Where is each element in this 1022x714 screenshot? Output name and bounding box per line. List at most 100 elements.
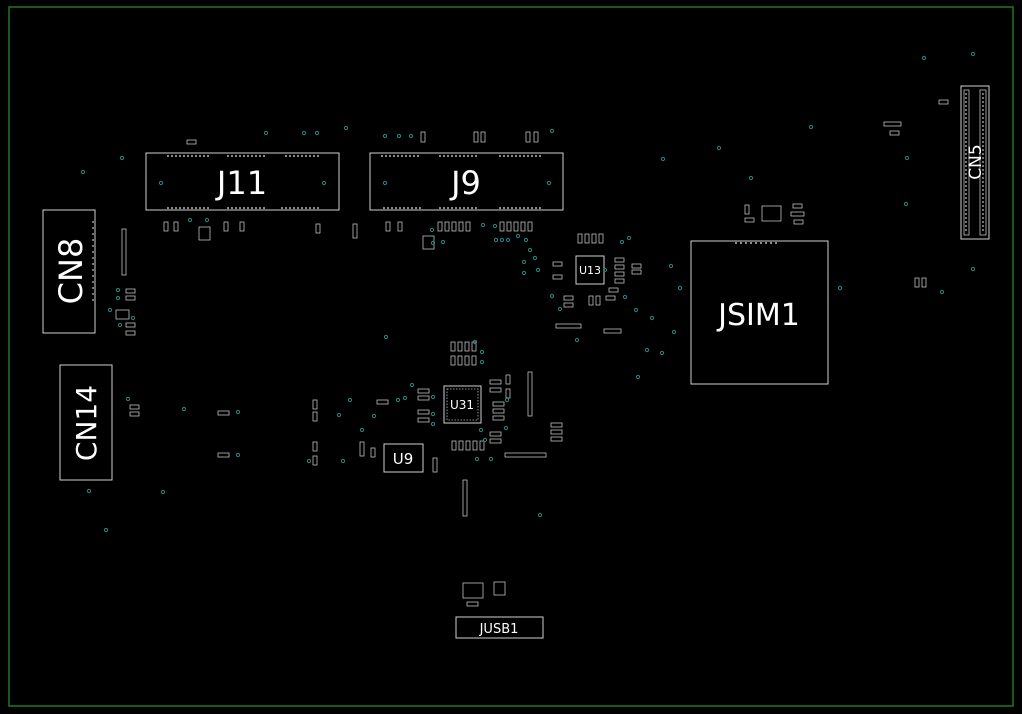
pin [965, 221, 967, 223]
pin [965, 177, 967, 179]
pin [982, 93, 984, 95]
via [235, 452, 241, 458]
passive-pad [479, 440, 485, 451]
chip-u9[interactable]: U9 [383, 443, 424, 473]
passive-pad [472, 440, 478, 451]
passive-pad [450, 341, 456, 352]
via [125, 396, 131, 402]
pin [92, 239, 94, 241]
pin [759, 241, 763, 245]
pin [514, 206, 518, 210]
via [474, 456, 480, 462]
pin [965, 185, 967, 187]
pin [190, 154, 194, 158]
pin [502, 206, 506, 210]
passive-pad [457, 341, 463, 352]
via [504, 397, 510, 403]
via [314, 130, 320, 136]
via [503, 425, 509, 431]
connector-jusb1[interactable]: JUSB1 [455, 616, 544, 639]
pin [262, 206, 266, 210]
pin [380, 154, 384, 158]
pin [982, 169, 984, 171]
chip-u31[interactable]: U31 [443, 385, 482, 424]
passive-pad [631, 263, 642, 269]
passive-pad [608, 287, 619, 293]
pin [170, 154, 174, 158]
pin [384, 154, 388, 158]
pin [965, 137, 967, 139]
pin [534, 206, 538, 210]
passive-pad [417, 409, 430, 415]
passive-pad [471, 341, 477, 352]
via [158, 180, 164, 186]
pin [202, 154, 206, 158]
passive-pad [563, 295, 574, 301]
pin [234, 206, 238, 210]
pin [965, 201, 967, 203]
pin [178, 206, 182, 210]
passive-pad [527, 371, 533, 417]
connector-cn14[interactable]: CN14 [59, 364, 113, 481]
passive-pad [121, 228, 127, 276]
pin [234, 154, 238, 158]
passive-pad [464, 355, 470, 366]
connector-j11[interactable]: J11 [145, 152, 340, 211]
passive-pad [129, 411, 140, 417]
chip-u13[interactable]: U13 [575, 255, 605, 285]
connector-jsim1[interactable]: JSIM1 [690, 240, 829, 385]
via [537, 512, 543, 518]
passive-pad [457, 355, 463, 366]
passive-pad [163, 221, 169, 232]
connector-cn5[interactable]: CN5 [960, 85, 990, 240]
pin [92, 275, 94, 277]
pin [982, 113, 984, 115]
pin [518, 206, 522, 210]
passive-pad [489, 431, 502, 437]
pin [965, 97, 967, 99]
passive-pad [173, 221, 179, 232]
via [488, 456, 494, 462]
pin [190, 206, 194, 210]
pin [202, 206, 206, 210]
passive-pad [450, 355, 456, 366]
pin [92, 227, 94, 229]
pin [438, 154, 442, 158]
passive-pad [631, 269, 642, 275]
pin [982, 205, 984, 207]
pin [462, 206, 466, 210]
passive-pad [186, 139, 197, 145]
pin [170, 206, 174, 210]
pin [442, 154, 446, 158]
passive-pad [444, 221, 450, 232]
via [160, 489, 166, 495]
pin [454, 154, 458, 158]
pin [92, 281, 94, 283]
via [430, 421, 436, 427]
via [668, 263, 674, 269]
via [837, 285, 843, 291]
pin [965, 189, 967, 191]
pin [174, 206, 178, 210]
pin [982, 225, 984, 227]
pin [982, 149, 984, 151]
via [523, 237, 529, 243]
passive-pad [584, 233, 590, 244]
pin [392, 154, 396, 158]
passive-pad [513, 221, 519, 232]
passive-pad [550, 436, 563, 442]
connector-cn8[interactable]: CN8 [42, 209, 96, 334]
passive-pad [790, 211, 805, 217]
pin [526, 206, 530, 210]
passive-pad [432, 457, 438, 473]
pin [982, 209, 984, 211]
pin [965, 109, 967, 111]
pin [390, 206, 394, 210]
pin [92, 293, 94, 295]
pin [226, 206, 230, 210]
connector-j9[interactable]: J9 [369, 152, 564, 211]
pin [404, 154, 408, 158]
pin [739, 241, 743, 245]
pin [194, 154, 198, 158]
via [633, 307, 639, 313]
